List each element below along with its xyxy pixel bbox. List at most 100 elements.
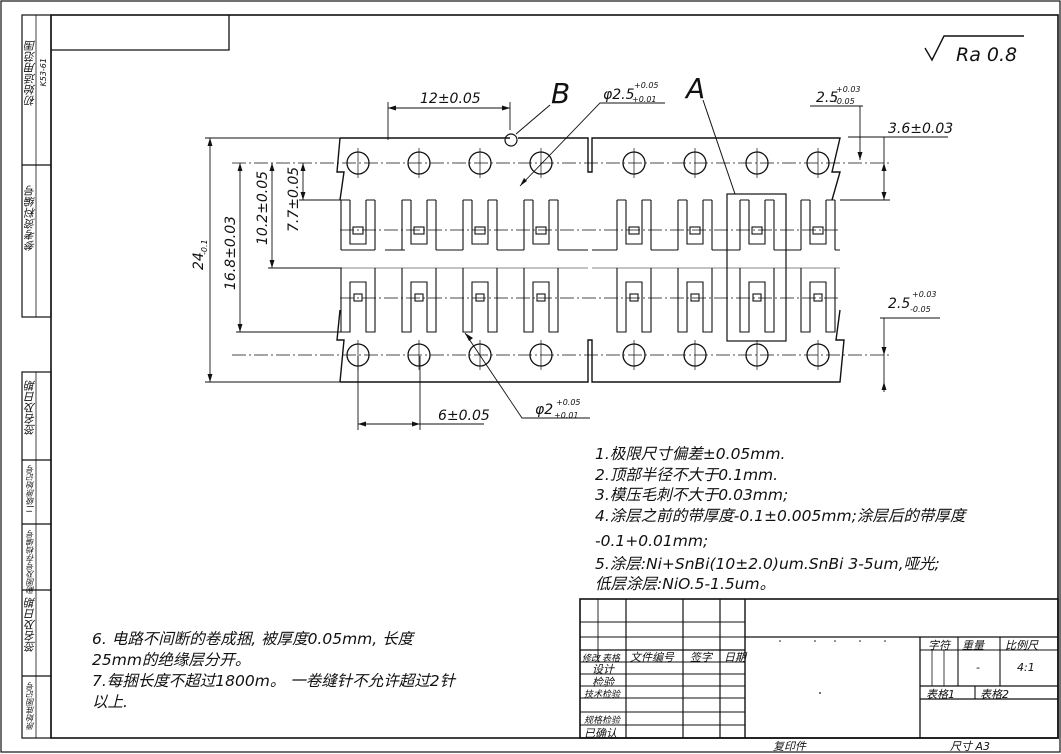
tb-c-scale: 比例尺 — [1005, 639, 1038, 652]
roughness-symbol — [924, 35, 1024, 62]
upper-slot — [739, 200, 775, 250]
tb-h-sign: 签字 — [690, 651, 712, 664]
side-label-initial-scope: 初始适用范围 — [24, 40, 37, 106]
pad-upper — [689, 226, 701, 235]
note-7b: 以上. — [92, 693, 128, 711]
tb-h-mod: 修改 — [582, 654, 601, 664]
label-a: A — [684, 72, 705, 105]
lower-slot — [462, 268, 498, 333]
upper-slot — [340, 200, 376, 250]
pad-lower — [813, 293, 823, 302]
label-b: B — [551, 77, 570, 110]
tb-r-check: 检验 — [592, 676, 614, 689]
dim-102: 10.2±0.05 — [255, 171, 271, 245]
dim-hole-top-up: +0.05 — [634, 81, 659, 90]
pad-lower — [629, 293, 639, 302]
dim-168: 16.8±0.03 — [223, 216, 239, 290]
strip-outline — [336, 137, 845, 383]
note-2: 2.顶部半径不大于0.1mm. — [595, 466, 779, 484]
tb-r-design: 设计 — [592, 663, 614, 676]
tb-sheet1: 表格1 — [926, 688, 955, 701]
dim-width24: 24 — [191, 252, 207, 270]
upper-slot — [677, 200, 713, 250]
dim-right-top-dn: -0.05 — [834, 97, 855, 106]
pad-upper — [535, 226, 547, 235]
tb-h-docno: 文件编号 — [630, 651, 674, 664]
title-dots — [779, 640, 886, 694]
note-3: 3.模压毛刺不大于0.03mm; — [595, 486, 789, 504]
tb-h-sheet: 表格 — [602, 654, 621, 664]
tb-r-approve: 已确认 — [584, 727, 617, 740]
lower-slot — [340, 268, 376, 333]
side-label-code: K53-61 — [39, 58, 48, 87]
upper-slot — [523, 200, 559, 250]
pad-upper — [352, 226, 364, 235]
pad-upper — [751, 226, 763, 235]
upper-slot — [616, 200, 652, 250]
tb-copy: 复印件 — [773, 740, 806, 753]
dim-hole-top: φ2.5 — [603, 87, 635, 103]
dim-right-36: 3.6±0.03 — [888, 121, 953, 137]
lower-slot — [800, 268, 836, 333]
dim-offset6: 6±0.05 — [438, 408, 490, 424]
tb-scale-val: 4:1 — [1017, 661, 1035, 674]
tb-h-date: 日期 — [724, 651, 746, 664]
dim-right-bot: 2.5 — [888, 296, 910, 312]
pad-upper — [413, 226, 425, 235]
pad-lower — [353, 293, 363, 302]
dim-right-top-up: +0.03 — [836, 85, 861, 94]
upper-slot — [401, 200, 437, 250]
note-5b: 低层涂层:NiO.5-1.5um。 — [595, 575, 776, 593]
dim-right-top: 2.5 — [816, 90, 838, 106]
side-label-secondary-mark: 二级原始记号 — [26, 465, 35, 513]
tb-size: 尺寸 A3 — [950, 740, 991, 753]
lower-slot — [677, 268, 713, 333]
pad-lower — [536, 293, 546, 302]
note-6b: 25mm的绝缘层分开。 — [92, 651, 251, 669]
strip-slots — [340, 199, 840, 333]
side-label-sign-date-1: 签名及日期 — [24, 380, 37, 435]
pad-lower — [475, 293, 485, 302]
lower-slot — [523, 268, 559, 333]
pad-upper — [628, 226, 640, 235]
detail-b-leader — [515, 104, 551, 135]
pad-upper — [474, 226, 486, 235]
dim-right-bot-dn: -0.05 — [910, 305, 931, 314]
note-4: 4.涂层之前的带厚度-0.1±0.005mm;涂层后的带厚度 — [595, 507, 966, 525]
upper-slot — [462, 200, 498, 250]
lower-slot — [616, 268, 652, 333]
note-6: 6. 电路不间断的卷成捆, 被厚度0.05mm, 长度 — [92, 630, 414, 648]
dim-hole-bot-up: +0.05 — [556, 398, 581, 407]
lower-slot — [739, 268, 775, 333]
detail-a-box — [726, 193, 787, 342]
tb-r-tech: 技术检验 — [584, 690, 621, 700]
dim-width24-tol: -0.1 — [200, 239, 209, 255]
side-label-archive-no: 副图及号存档编号 — [26, 530, 35, 594]
detail-a-leader — [702, 99, 736, 195]
lower-slot — [401, 268, 437, 333]
side-label-original-mark: 原始底图记号 — [26, 682, 35, 730]
dim-hole-top-dn: +0.01 — [632, 95, 657, 104]
roughness-text: Ra 0.8 — [956, 44, 1017, 66]
title-block — [579, 598, 1059, 739]
tb-sheet2: 表格2 — [980, 688, 1009, 701]
center-lines — [232, 162, 890, 356]
side-label-ref-doc: 参考资料编号 — [24, 185, 37, 251]
tb-c-weight: 重量 — [962, 639, 984, 652]
pad-lower — [752, 293, 762, 302]
pad-upper — [812, 226, 824, 235]
tb-r-std: 规格检验 — [584, 716, 621, 726]
side-label-sign-date-2: 签名及日期 — [24, 597, 37, 652]
tb-weight-val: - — [976, 661, 980, 674]
dim-77: 7.7±0.05 — [286, 167, 302, 232]
dim-hole-bot-dn: +0.01 — [554, 411, 579, 420]
pad-lower — [690, 293, 700, 302]
upper-slot — [800, 200, 836, 250]
dim-hole-bot: φ2 — [535, 402, 553, 418]
note-4b: -0.1+0.01mm; — [595, 532, 709, 550]
pad-lower — [414, 293, 424, 302]
detail-b-circle — [504, 133, 518, 147]
note-1: 1.极限尺寸偏差±0.05mm. — [595, 445, 786, 463]
sprocket-holes — [346, 148, 830, 370]
